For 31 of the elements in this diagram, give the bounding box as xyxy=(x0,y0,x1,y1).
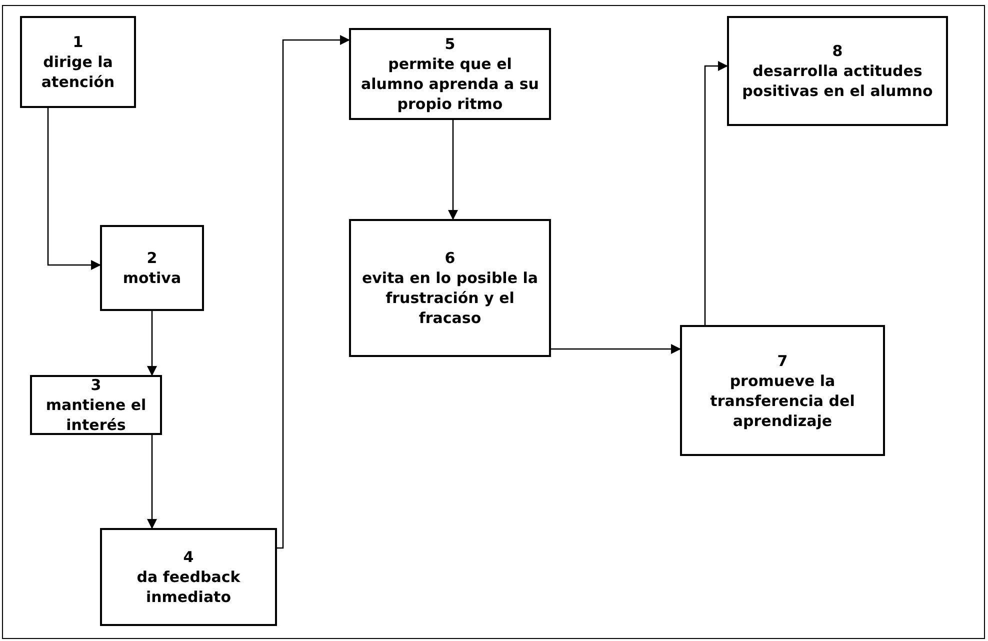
step-number: 2 xyxy=(146,248,158,268)
process-box xyxy=(349,219,551,357)
arrow xyxy=(448,120,458,220)
step-text: mantiene el interés xyxy=(44,395,148,435)
step-text: da feedback inmediato xyxy=(136,567,242,607)
step-text: permite que el alumno aprenda a su propio ritmo xyxy=(360,54,540,114)
process-box xyxy=(349,28,551,120)
step-number: 1 xyxy=(72,32,84,52)
step-text: desarrolla actitudes positivas en el alumno xyxy=(741,61,934,101)
step-text: promueve la transferencia del aprendizaje xyxy=(709,370,856,430)
arrow xyxy=(551,344,681,354)
step-text: motiva xyxy=(122,268,182,288)
step-number: 5 xyxy=(444,34,456,54)
process-box xyxy=(20,16,136,108)
step-number: 6 xyxy=(444,248,456,268)
arrow xyxy=(276,35,350,549)
step-number: 4 xyxy=(183,547,194,567)
arrow xyxy=(47,108,101,270)
arrow xyxy=(147,435,157,529)
process-box xyxy=(727,16,948,126)
process-box xyxy=(680,325,885,456)
step-number: 8 xyxy=(832,41,843,61)
step-number: 7 xyxy=(777,350,788,370)
step-number: 3 xyxy=(90,375,102,395)
process-box xyxy=(100,225,204,311)
step-text: dirige la atención xyxy=(40,52,116,92)
process-box xyxy=(100,528,277,626)
arrow xyxy=(704,61,728,325)
arrow xyxy=(147,311,157,376)
process-box xyxy=(30,375,162,435)
step-text: evita en lo posible la frustración y el fracaso xyxy=(360,268,539,328)
